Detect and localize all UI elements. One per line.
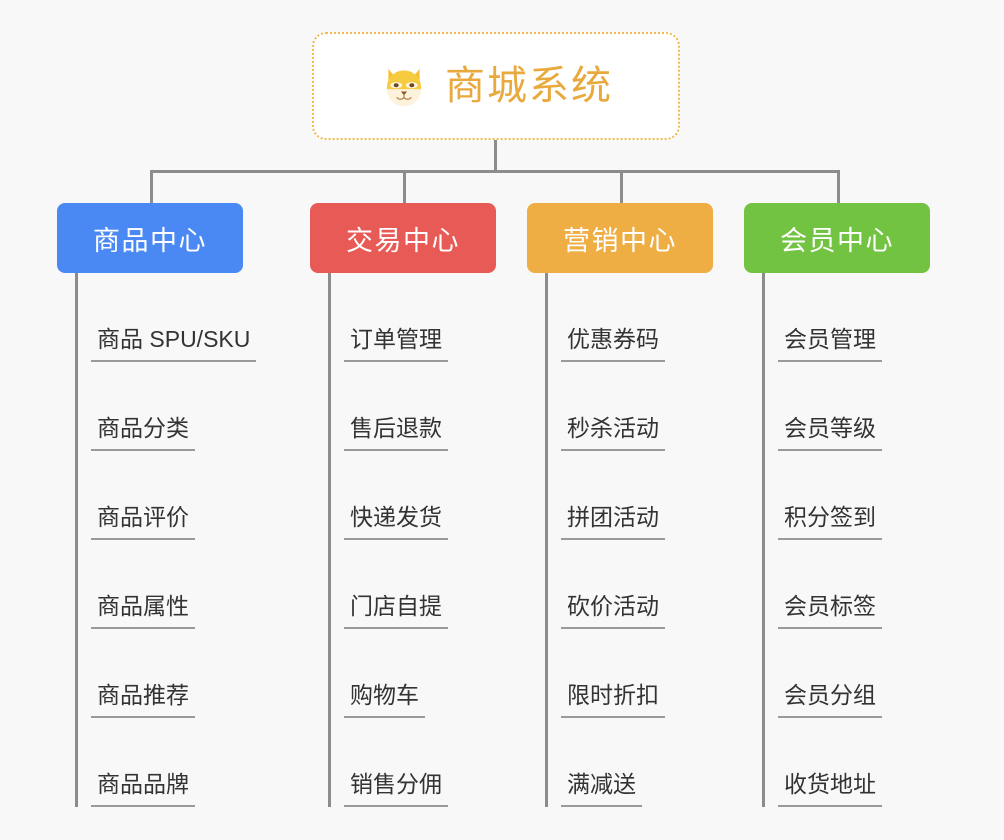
leaf-label: 商品推荐: [91, 682, 195, 718]
leaf-list-marketing-center: 优惠券码 秒杀活动 拼团活动 砍价活动 限时折扣 满减送: [527, 273, 713, 807]
category-header-product-center[interactable]: 商品中心: [57, 203, 243, 273]
leaf-item[interactable]: 商品属性: [57, 540, 243, 629]
branch-marketing-center: 营销中心 优惠券码 秒杀活动 拼团活动 砍价活动 限时折扣 满减送: [527, 203, 713, 807]
leaf-label: 快递发货: [344, 504, 448, 540]
leaf-label: 商品分类: [91, 415, 195, 451]
leaf-item[interactable]: 限时折扣: [527, 629, 713, 718]
leaf-item[interactable]: 商品 SPU/SKU: [57, 273, 257, 362]
category-header-trade-center[interactable]: 交易中心: [310, 203, 496, 273]
leaf-spine: [545, 273, 548, 807]
leaf-item[interactable]: 会员分组: [744, 629, 930, 718]
leaf-item[interactable]: 会员等级: [744, 362, 930, 451]
leaf-label: 秒杀活动: [561, 415, 665, 451]
category-label: 商品中心: [93, 225, 207, 256]
leaf-list-member-center: 会员管理 会员等级 积分签到 会员标签 会员分组 收货地址: [744, 273, 930, 807]
leaf-item[interactable]: 会员标签: [744, 540, 930, 629]
leaf-item[interactable]: 砍价活动: [527, 540, 713, 629]
connector-drop-product-center: [150, 170, 153, 206]
leaf-item[interactable]: 快递发货: [310, 451, 496, 540]
category-header-marketing-center[interactable]: 营销中心: [527, 203, 713, 273]
category-label: 营销中心: [563, 225, 677, 256]
leaf-label: 门店自提: [344, 593, 448, 629]
leaf-item[interactable]: 秒杀活动: [527, 362, 713, 451]
leaf-label: 拼团活动: [561, 504, 665, 540]
branch-product-center: 商品中心 商品 SPU/SKU 商品分类 商品评价 商品属性 商品推荐 商品品牌: [57, 203, 257, 807]
leaf-label: 会员等级: [778, 415, 882, 451]
leaf-item[interactable]: 订单管理: [310, 273, 496, 362]
leaf-label: 商品品牌: [91, 771, 195, 807]
leaf-label: 销售分佣: [344, 771, 448, 807]
connector-drop-trade-center: [403, 170, 406, 206]
category-label: 交易中心: [346, 225, 460, 256]
leaf-item[interactable]: 商品评价: [57, 451, 243, 540]
leaf-spine: [328, 273, 331, 807]
leaf-list-product-center: 商品 SPU/SKU 商品分类 商品评价 商品属性 商品推荐 商品品牌: [57, 273, 257, 807]
leaf-label: 限时折扣: [561, 682, 665, 718]
leaf-label: 会员标签: [778, 593, 882, 629]
leaf-label: 会员分组: [778, 682, 882, 718]
leaf-label: 商品评价: [91, 504, 195, 540]
leaf-label: 满减送: [561, 771, 642, 807]
connector-root-stem: [494, 140, 497, 172]
root-node[interactable]: 商城系统: [312, 32, 680, 140]
leaf-label: 砍价活动: [561, 593, 665, 629]
category-header-member-center[interactable]: 会员中心: [744, 203, 930, 273]
leaf-item[interactable]: 购物车: [310, 629, 496, 718]
branch-trade-center: 交易中心 订单管理 售后退款 快递发货 门店自提 购物车 销售分佣: [310, 203, 496, 807]
connector-drop-marketing-center: [620, 170, 623, 206]
category-label: 会员中心: [780, 225, 894, 256]
leaf-label: 会员管理: [778, 326, 882, 362]
leaf-label: 商品属性: [91, 593, 195, 629]
leaf-item[interactable]: 门店自提: [310, 540, 496, 629]
leaf-item[interactable]: 商品推荐: [57, 629, 243, 718]
leaf-spine: [762, 273, 765, 807]
leaf-item[interactable]: 积分签到: [744, 451, 930, 540]
leaf-label: 积分签到: [778, 504, 882, 540]
connector-horizontal-bar: [150, 170, 840, 173]
connector-drop-member-center: [837, 170, 840, 206]
leaf-item[interactable]: 商品品牌: [57, 718, 243, 807]
leaf-item[interactable]: 售后退款: [310, 362, 496, 451]
leaf-label: 购物车: [344, 682, 425, 718]
dog-face-icon: [386, 68, 422, 107]
leaf-item[interactable]: 满减送: [527, 718, 713, 807]
leaf-spine: [75, 273, 78, 807]
leaf-item[interactable]: 商品分类: [57, 362, 243, 451]
leaf-label: 售后退款: [344, 415, 448, 451]
leaf-item[interactable]: 拼团活动: [527, 451, 713, 540]
leaf-item[interactable]: 优惠券码: [527, 273, 713, 362]
leaf-item[interactable]: 会员管理: [744, 273, 930, 362]
leaf-label: 优惠券码: [561, 326, 665, 362]
root-title: 商城系统: [445, 64, 613, 108]
leaf-label: 商品 SPU/SKU: [91, 326, 257, 362]
leaf-list-trade-center: 订单管理 售后退款 快递发货 门店自提 购物车 销售分佣: [310, 273, 496, 807]
leaf-label: 订单管理: [344, 326, 448, 362]
branch-member-center: 会员中心 会员管理 会员等级 积分签到 会员标签 会员分组 收货地址: [744, 203, 930, 807]
leaf-item[interactable]: 收货地址: [744, 718, 930, 807]
leaf-label: 收货地址: [778, 771, 882, 807]
leaf-item[interactable]: 销售分佣: [310, 718, 496, 807]
